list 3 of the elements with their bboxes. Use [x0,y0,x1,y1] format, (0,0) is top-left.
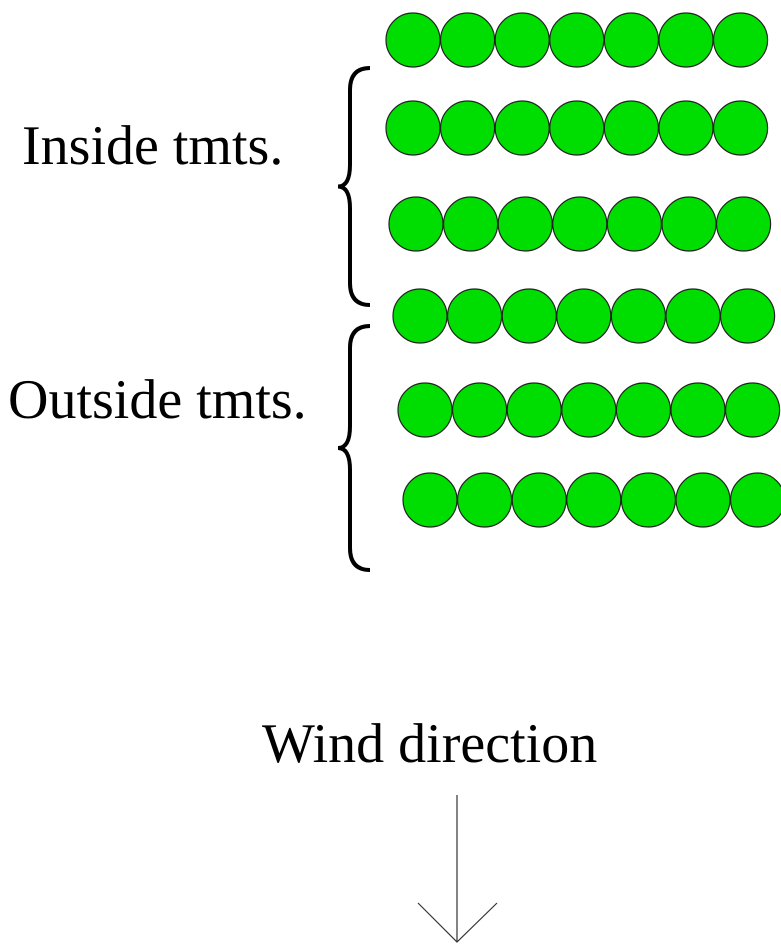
label-text: Outside tmts. [8,372,307,428]
label-text: Wind direction [262,716,598,772]
label-text: Inside tmts. [22,118,284,174]
